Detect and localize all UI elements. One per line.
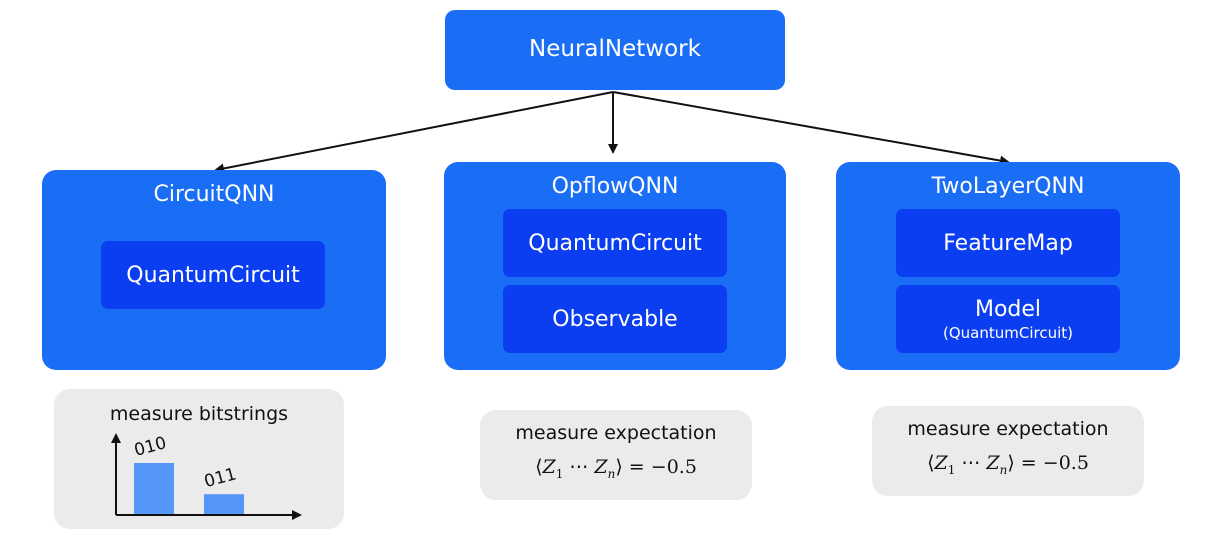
arrow-to-twolayerqnn	[612, 91, 1010, 166]
twolayerqnn-node: TwoLayerQNN FeatureMap Model (QuantumCir…	[836, 162, 1180, 370]
expectation-value: −0.5	[650, 456, 697, 478]
expectation-formula: ⟨Z1 ⋯ Zn⟩ = −0.5	[927, 452, 1089, 477]
opflowqnn-node: OpflowQNN QuantumCircuit Observable	[444, 162, 786, 370]
expectation-formula: ⟨Z1 ⋯ Zn⟩ = −0.5	[535, 456, 697, 481]
twolayerqnn-title: TwoLayerQNN	[931, 174, 1085, 199]
expectation-value: −0.5	[1042, 452, 1089, 474]
model-label: Model	[974, 296, 1042, 322]
circuitqnn-quantumcircuit-block: QuantumCircuit	[101, 241, 325, 309]
histogram-bar	[134, 463, 174, 515]
bitstrings-label: measure bitstrings	[109, 403, 289, 425]
opflowqnn-quantumcircuit-block: QuantumCircuit	[503, 209, 727, 277]
circuitqnn-title: CircuitQNN	[153, 182, 275, 207]
bitstrings-panel: measure bitstrings 010 011	[54, 389, 344, 529]
component-label: FeatureMap	[943, 230, 1073, 256]
expectation-label: measure expectation	[907, 418, 1109, 440]
circuitqnn-node: CircuitQNN QuantumCircuit	[42, 170, 386, 370]
model-sublabel: (QuantumCircuit)	[943, 323, 1073, 342]
opflow-expectation-panel: measure expectation ⟨Z1 ⋯ Zn⟩ = −0.5	[480, 410, 752, 500]
component-label: QuantumCircuit	[126, 262, 300, 288]
arrow-to-circuitqnn	[214, 91, 614, 174]
component-label: QuantumCircuit	[528, 230, 702, 256]
component-label: Observable	[552, 306, 678, 332]
histogram-bar-label: 011	[202, 464, 239, 492]
twolayer-expectation-panel: measure expectation ⟨Z1 ⋯ Zn⟩ = −0.5	[872, 406, 1144, 496]
expectation-label: measure expectation	[515, 422, 717, 444]
opflowqnn-title: OpflowQNN	[551, 174, 679, 199]
opflowqnn-observable-block: Observable	[503, 285, 727, 353]
bitstrings-histogram: 010 011	[111, 433, 302, 520]
twolayerqnn-model-block: Model (QuantumCircuit)	[896, 285, 1120, 353]
histogram-bar-label: 010	[132, 433, 169, 461]
twolayerqnn-featuremap-block: FeatureMap	[896, 209, 1120, 277]
neuralnetwork-node: NeuralNetwork	[445, 10, 785, 90]
neuralnetwork-label: NeuralNetwork	[529, 36, 701, 62]
histogram-bar	[204, 494, 244, 515]
